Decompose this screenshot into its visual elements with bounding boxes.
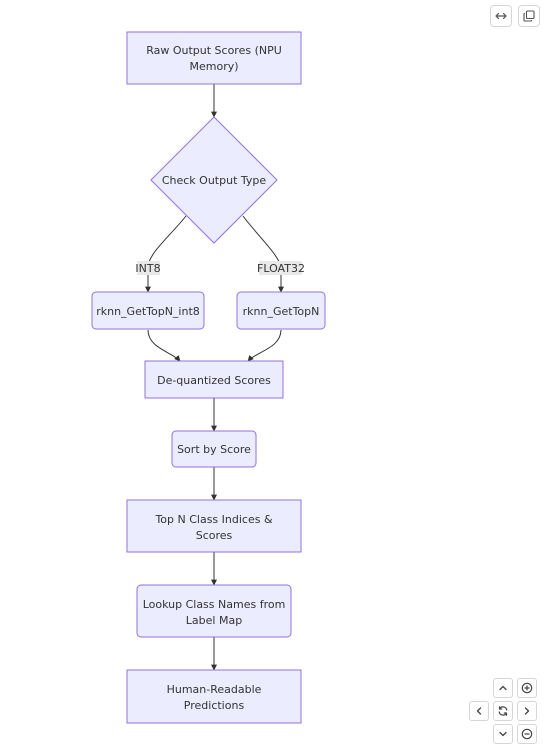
node-raw-output-line-2: Memory)	[189, 60, 238, 73]
node-rknn-gettopn: rknn_GetTopN	[236, 291, 326, 330]
horizontal-arrows-icon	[495, 12, 507, 20]
edge-label-float32: FLOAT32	[257, 261, 305, 275]
node-rknn-gettopn-int8-label: rknn_GetTopN_int8	[96, 305, 200, 318]
node-check-output-type-label: Check Output Type	[162, 174, 267, 187]
node-raw-output-line-1: Raw Output Scores (NPU	[146, 44, 282, 57]
node-raw-output-scores: Raw Output Scores (NPU Memory)	[126, 31, 302, 85]
reset-view-button[interactable]	[493, 701, 513, 721]
node-sort-by-score: Sort by Score	[171, 430, 257, 468]
zoom-out-button[interactable]	[517, 724, 537, 744]
node-human-readable-predictions-line-2: Predictions	[184, 699, 245, 712]
node-human-readable-predictions-line-1: Human-Readable	[167, 683, 262, 696]
edge-label-float32-text: FLOAT32	[257, 262, 305, 275]
node-lookup-class-names-line-1: Lookup Class Names from	[143, 598, 286, 611]
reset-icon	[498, 706, 508, 716]
zoom-in-icon	[521, 682, 533, 694]
node-lookup-class-names: Lookup Class Names from Label Map	[136, 584, 292, 638]
zoom-in-button[interactable]	[517, 678, 537, 698]
node-human-readable-predictions: Human-Readable Predictions	[126, 669, 302, 724]
edge-check-to-int8	[145, 215, 187, 293]
node-top-n-class-indices-line-1: Top N Class Indices &	[154, 513, 273, 526]
chevron-down-icon	[499, 731, 507, 737]
node-dequantized-scores: De-quantized Scores	[144, 360, 284, 399]
pan-left-button[interactable]	[469, 701, 489, 721]
chevron-up-icon	[499, 685, 507, 691]
node-rknn-gettopn-label: rknn_GetTopN	[243, 305, 320, 318]
node-lookup-class-names-line-2: Label Map	[186, 614, 242, 627]
copy-icon	[523, 10, 535, 22]
chevron-left-icon	[476, 707, 482, 715]
copy-button[interactable]	[518, 5, 540, 27]
node-rknn-gettopn-int8: rknn_GetTopN_int8	[91, 291, 205, 330]
edge-label-int8: INT8	[135, 261, 161, 275]
node-top-n-class-indices: Top N Class Indices & Scores	[126, 499, 302, 553]
edge-label-int8-text: INT8	[135, 262, 160, 275]
node-dequantized-scores-label: De-quantized Scores	[157, 374, 271, 387]
node-check-output-type: Check Output Type	[150, 116, 278, 244]
edge-topn-to-dequantized	[247, 329, 282, 362]
edge-int8-to-dequantized	[147, 329, 181, 362]
pan-right-button[interactable]	[517, 701, 537, 721]
edge-check-to-float32	[242, 215, 284, 293]
chevron-right-icon	[524, 707, 530, 715]
node-sort-by-score-label: Sort by Score	[177, 443, 251, 456]
node-top-n-class-indices-line-2: Scores	[196, 529, 233, 542]
pan-up-button[interactable]	[493, 678, 513, 698]
zoom-out-icon	[521, 728, 533, 740]
pan-down-button[interactable]	[493, 724, 513, 744]
expand-button[interactable]	[490, 5, 512, 27]
